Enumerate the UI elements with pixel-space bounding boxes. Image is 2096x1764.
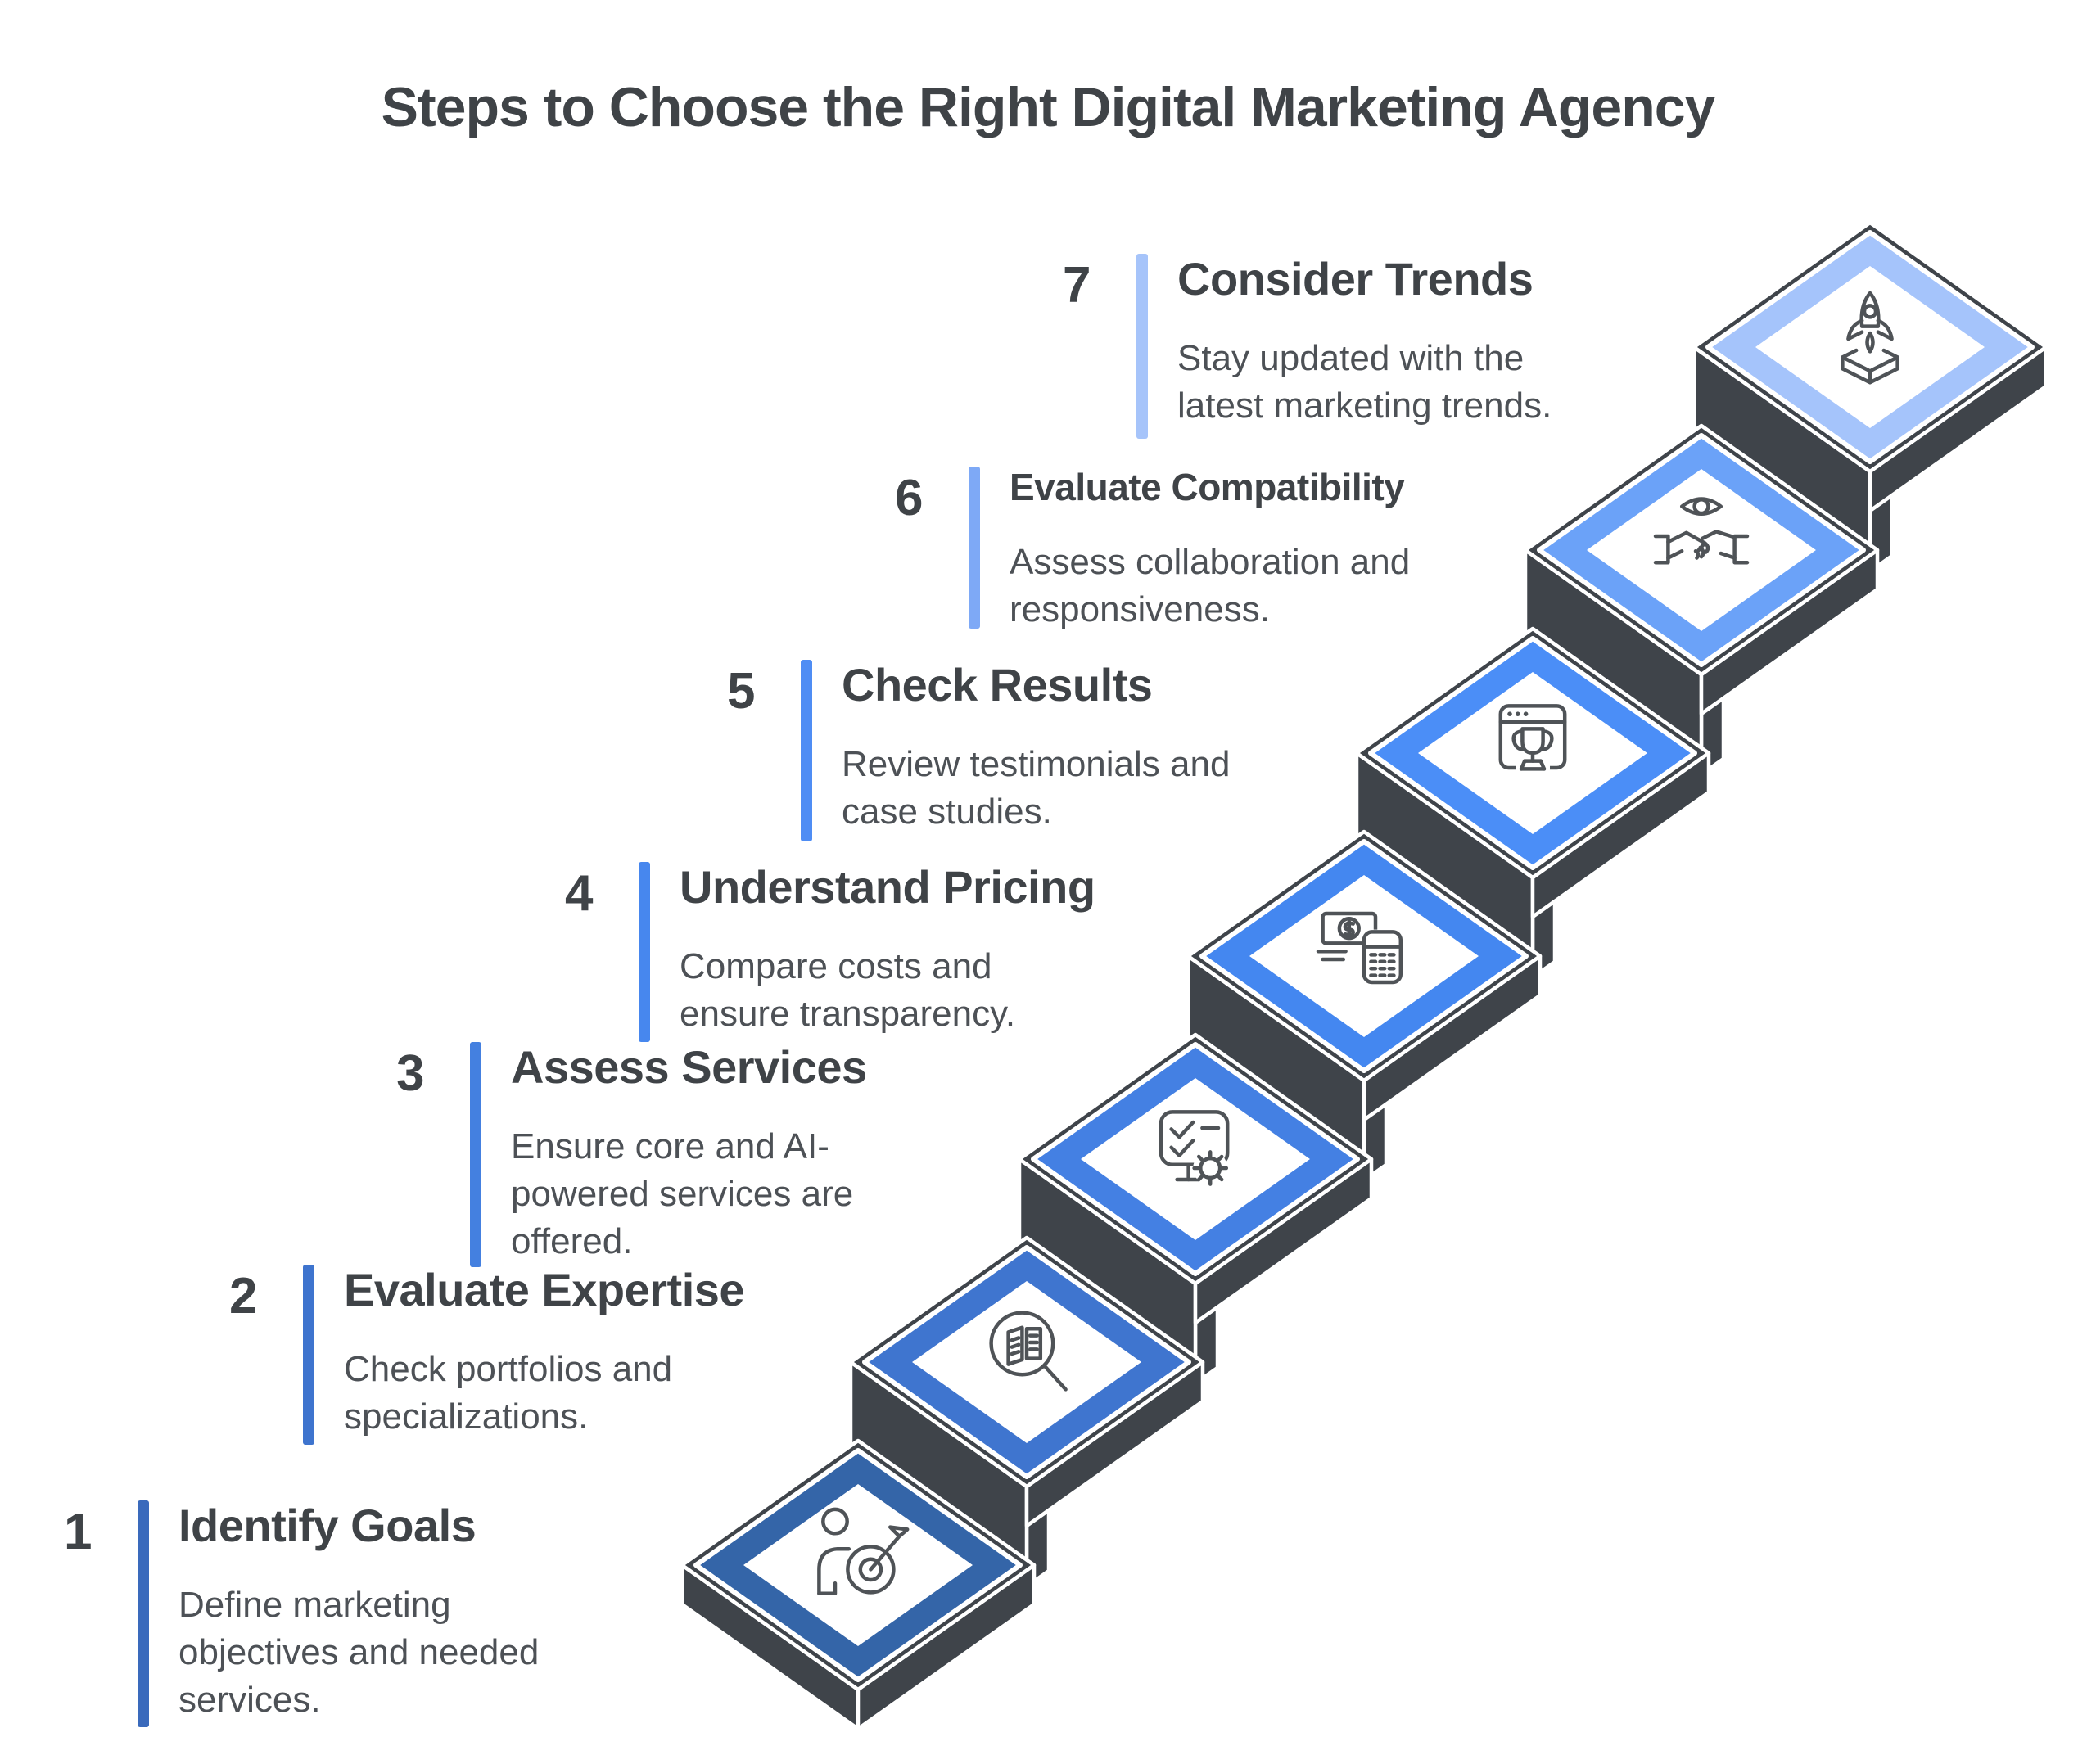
step-4-accent-bar [639, 862, 650, 1042]
step-1-text-block: 1 Identify Goals Define marketing object… [64, 1500, 539, 1727]
step-6-description: Assess collaboration and responsiveness. [1010, 541, 1411, 629]
step-2-block-3d [848, 1235, 1205, 1589]
step-7-tile-inner [1755, 266, 1985, 428]
step-6-accent-bar [969, 467, 980, 629]
step-3-text-block: 3 Assess Services Ensure core and AI- po… [396, 1041, 867, 1267]
step-2-number: 2 [229, 1268, 258, 1324]
person-target-icon [817, 1507, 910, 1596]
step-5-description: Review testimonials and case studies. [842, 743, 1231, 832]
step-2-title: Evaluate Expertise [344, 1264, 745, 1315]
step-6-title: Evaluate Compatibility [1010, 466, 1405, 508]
step-6-text-block: 6 Evaluate Compatibility Assess collabor… [895, 466, 1411, 634]
step-2-tile-inner [912, 1281, 1141, 1443]
step-7-text-block: 7 Consider Trends Stay updated with the … [1063, 253, 1552, 439]
step-1-tile-inner [743, 1484, 973, 1646]
portfolio-search-icon [989, 1311, 1068, 1392]
step-6-number: 6 [895, 470, 924, 526]
step-2-description: Check portfolios and specializations. [344, 1348, 673, 1437]
step-5-number: 5 [727, 663, 756, 720]
step-7-number: 7 [1063, 257, 1091, 314]
step-1-title: Identify Goals [178, 1500, 477, 1551]
step-2-text-block: 2 Evaluate Expertise Check portfolios an… [229, 1264, 745, 1445]
step-1-description: Define marketing objectives and needed s… [178, 1584, 540, 1720]
step-1-number: 1 [64, 1504, 93, 1560]
step-4-description: Compare costs and ensure transparency. [680, 945, 1016, 1034]
trophy-browser-icon [1498, 704, 1567, 772]
step-4-number: 4 [565, 865, 594, 922]
step-3-number: 3 [396, 1045, 425, 1102]
money-calculator-icon [1316, 911, 1403, 985]
eye-handshake-icon [1653, 497, 1750, 565]
rocket-launch-icon [1841, 291, 1900, 385]
step-6-block-3d [1523, 423, 1880, 777]
checklist-gear-icon [1159, 1110, 1230, 1186]
step-7-description: Stay updated with the latest marketing t… [1177, 337, 1552, 426]
step-4-text-block: 4 Understand Pricing Compare costs and e… [565, 861, 1095, 1042]
step-3-tile-inner [1081, 1078, 1310, 1240]
step-7-block-3d [1692, 220, 2049, 574]
step-3-description: Ensure core and AI- powered services are… [511, 1126, 854, 1261]
step-1-block-3d [680, 1438, 1037, 1731]
step-3-accent-bar [470, 1042, 481, 1267]
step-1-accent-bar [138, 1500, 149, 1727]
step-3-title: Assess Services [511, 1041, 867, 1093]
page-title: Steps to Choose the Right Digital Market… [381, 76, 1716, 138]
step-4-block-3d [1186, 829, 1543, 1183]
step-2-accent-bar [303, 1265, 314, 1445]
step-7-accent-bar [1136, 254, 1148, 439]
step-4-title: Understand Pricing [680, 861, 1095, 913]
step-7-title: Consider Trends [1177, 253, 1534, 305]
step-5-title: Check Results [842, 659, 1153, 711]
step-5-accent-bar [801, 660, 812, 841]
step-5-text-block: 5 Check Results Review testimonials and … [727, 659, 1231, 841]
